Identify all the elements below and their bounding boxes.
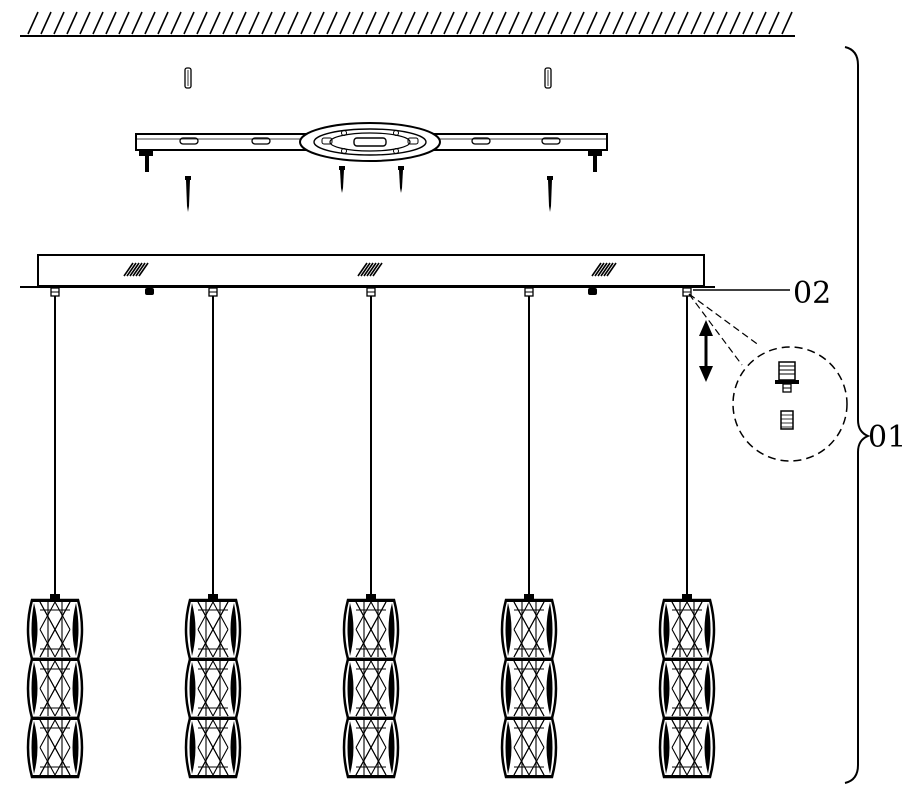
canopy-callout: 02 xyxy=(693,276,831,311)
crystal-shade xyxy=(500,598,558,779)
cord-gripper xyxy=(366,287,376,297)
canopy-screw-left xyxy=(145,288,154,295)
shade-segment xyxy=(26,657,84,720)
ceiling xyxy=(20,11,795,37)
shade-cap xyxy=(208,594,218,600)
canopy-callout-label: 02 xyxy=(793,276,831,311)
cord-gripper xyxy=(50,287,60,297)
screw-right xyxy=(547,176,553,212)
pendant xyxy=(26,287,84,779)
shade-segment xyxy=(342,716,400,779)
wall-anchor-right xyxy=(544,67,552,89)
canopy xyxy=(20,254,715,295)
shade-cap xyxy=(366,594,376,600)
pendant xyxy=(500,287,558,779)
mounting-bracket xyxy=(135,122,608,172)
gripper-detail-icon xyxy=(775,361,799,430)
shade-segment xyxy=(500,657,558,720)
shade-segment xyxy=(184,657,242,720)
shade-segment xyxy=(184,716,242,779)
shade-cap xyxy=(524,594,534,600)
screw-center-right xyxy=(398,166,404,193)
shade-segment xyxy=(184,598,242,661)
shade-cap xyxy=(50,594,60,600)
shade-segment xyxy=(26,716,84,779)
vent-mark xyxy=(357,262,383,277)
crystal-shade xyxy=(342,598,400,779)
shade-cap xyxy=(682,594,692,600)
shade-segment xyxy=(658,657,716,720)
crystal-shade xyxy=(26,598,84,779)
assembly-brace: 01 xyxy=(844,46,906,784)
height-adjust-arrow xyxy=(699,320,713,382)
canopy-vents xyxy=(123,262,617,277)
shade-segment xyxy=(658,598,716,661)
cord-gripper xyxy=(208,287,218,297)
vent-mark xyxy=(591,262,617,277)
pendant xyxy=(184,287,242,779)
screw-center-left xyxy=(339,166,345,193)
detail-circle xyxy=(732,346,848,462)
wall-anchor-left xyxy=(184,67,192,89)
pendant-group xyxy=(26,287,716,779)
shade-segment xyxy=(342,657,400,720)
cord-gripper xyxy=(524,287,534,297)
shade-segment xyxy=(26,598,84,661)
crystal-shade xyxy=(658,598,716,779)
shade-segment xyxy=(658,716,716,779)
pendant xyxy=(658,287,716,779)
pendant xyxy=(342,287,400,779)
screw-left xyxy=(185,176,191,212)
assembly-callout-label: 01 xyxy=(868,420,906,455)
shade-segment xyxy=(342,598,400,661)
shade-segment xyxy=(500,716,558,779)
ceiling-hatch xyxy=(27,11,793,35)
crystal-shade xyxy=(184,598,242,779)
gripper-detail xyxy=(688,293,848,462)
vent-mark xyxy=(123,262,149,277)
shade-segment xyxy=(500,598,558,661)
canopy-screw-right xyxy=(588,288,597,295)
